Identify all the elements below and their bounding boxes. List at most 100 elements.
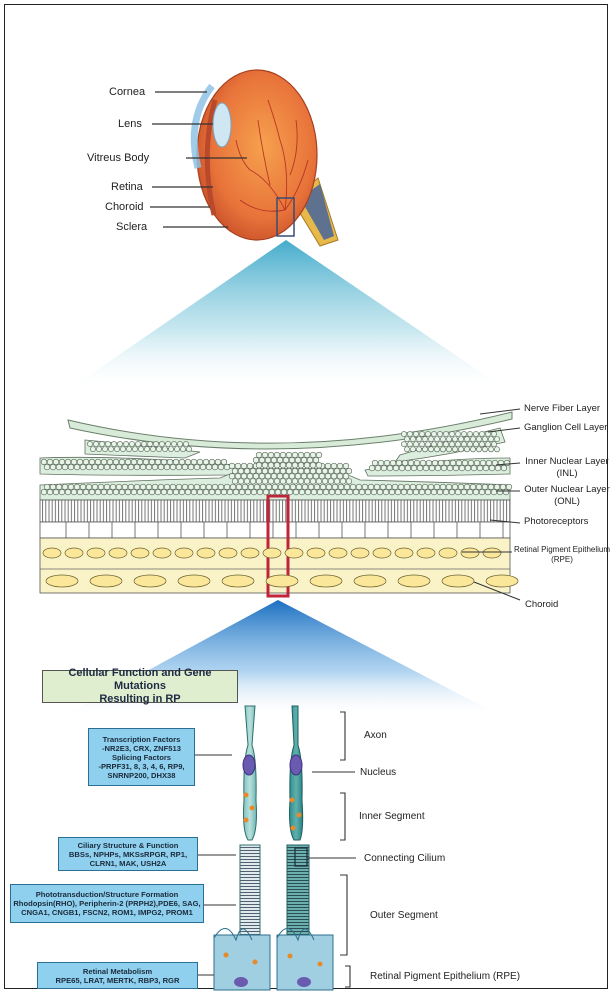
nucleus-dot bbox=[209, 489, 215, 495]
nucleus-dot bbox=[283, 473, 289, 479]
rpe-cell bbox=[285, 548, 303, 558]
box-retinal-metabolism: Retinal Metabolism RPE65, LRAT, MERTK, R… bbox=[37, 962, 198, 989]
nucleus-dot bbox=[292, 468, 298, 474]
nucleus-dot bbox=[92, 484, 98, 490]
nucleus-dot bbox=[308, 484, 314, 490]
nucleus-dot bbox=[410, 447, 415, 452]
nucleus-dot bbox=[41, 489, 47, 495]
nucleus-dot bbox=[62, 484, 68, 490]
nucleus-dot bbox=[131, 489, 137, 495]
nucleus-dot bbox=[116, 484, 122, 490]
nucleus-dot bbox=[353, 489, 359, 495]
nucleus-dot bbox=[341, 489, 347, 495]
nucleus-dot bbox=[404, 447, 409, 452]
nucleus-dot bbox=[423, 465, 429, 471]
nucleus-dot bbox=[313, 473, 319, 479]
nucleus-dot bbox=[338, 484, 344, 490]
nucleus-dot bbox=[149, 459, 155, 465]
nucleus-dot bbox=[271, 457, 277, 463]
nucleus-dot bbox=[53, 489, 59, 495]
nucleus-dot bbox=[173, 459, 179, 465]
nucleus-dot bbox=[298, 452, 304, 458]
nucleus-dot bbox=[407, 442, 412, 447]
nucleus-dot bbox=[215, 489, 221, 495]
rpe-cell bbox=[483, 548, 501, 558]
choroid-cell bbox=[486, 575, 518, 587]
nucleus-dot bbox=[428, 484, 434, 490]
nucleus-dot bbox=[464, 447, 469, 452]
nucleus-dot bbox=[277, 473, 283, 479]
nucleus-dot bbox=[504, 460, 510, 466]
label-nerve-fiber-layer: Nerve Fiber Layer bbox=[524, 403, 600, 415]
nucleus-dot bbox=[491, 489, 497, 495]
nucleus-dot bbox=[334, 479, 340, 485]
nucleus-dot bbox=[437, 489, 443, 495]
nucleus-dot bbox=[135, 441, 140, 446]
nucleus-dot bbox=[275, 489, 281, 495]
nucleus-dot bbox=[280, 468, 286, 474]
nucleus-dot bbox=[274, 452, 280, 458]
nucleus-dot bbox=[416, 447, 421, 452]
nucleus-dot bbox=[125, 489, 131, 495]
nucleus-dot bbox=[419, 431, 424, 436]
nucleus-dot bbox=[200, 484, 206, 490]
nucleus-dot bbox=[92, 464, 98, 470]
rpe-cell bbox=[263, 548, 281, 558]
nucleus-dot bbox=[425, 489, 431, 495]
nucleus-dot bbox=[452, 437, 457, 442]
nucleus-dot bbox=[393, 465, 399, 471]
nucleus-dot bbox=[153, 441, 158, 446]
nucleus-dot bbox=[239, 489, 245, 495]
nucleus-dot bbox=[221, 459, 227, 465]
nucleus-dot bbox=[74, 464, 80, 470]
nucleus-dot bbox=[491, 442, 496, 447]
nucleus-dot bbox=[280, 462, 286, 468]
nucleus-dot bbox=[269, 489, 275, 495]
label-rpe: Retinal Pigment Epithelium (RPE) bbox=[370, 971, 520, 983]
nucleus-dot bbox=[334, 468, 340, 474]
nucleus-dot bbox=[47, 459, 53, 465]
choroid-cell bbox=[222, 575, 254, 587]
rpe-cell bbox=[395, 548, 413, 558]
nucleus-dot bbox=[432, 460, 438, 466]
nucleus-dot bbox=[262, 452, 268, 458]
nucleus-dot bbox=[407, 431, 412, 436]
nucleus-dot bbox=[456, 460, 462, 466]
nucleus-dot bbox=[486, 460, 492, 466]
nucleus-dot bbox=[191, 459, 197, 465]
nucleus-dot bbox=[310, 479, 316, 485]
nucleus-dot bbox=[441, 465, 447, 471]
nucleus-dot bbox=[162, 447, 167, 452]
nucleus-dot bbox=[113, 489, 119, 495]
box-phototransduction: Phototransduction/Structure Formation Rh… bbox=[10, 884, 204, 923]
nucleus-dot bbox=[137, 459, 143, 465]
nucleus-dot bbox=[268, 479, 274, 485]
nucleus-dot bbox=[86, 464, 92, 470]
nucleus-dot bbox=[368, 484, 374, 490]
nucleus-dot bbox=[482, 437, 487, 442]
nucleus-dot bbox=[182, 464, 188, 470]
label-choroid: Choroid bbox=[105, 201, 144, 213]
nucleus-dot bbox=[278, 484, 284, 490]
nucleus-dot bbox=[316, 468, 322, 474]
nucleus-dot bbox=[62, 464, 68, 470]
nucleus-dot bbox=[464, 437, 469, 442]
nucleus-dot bbox=[343, 473, 349, 479]
nucleus-dot bbox=[93, 441, 98, 446]
nucleus-dot bbox=[464, 484, 470, 490]
label-choroid-layer: Choroid bbox=[525, 599, 558, 611]
nucleus-dot bbox=[305, 489, 311, 495]
nucleus-dot bbox=[286, 479, 292, 485]
nucleus-dot bbox=[488, 437, 493, 442]
nucleus-dot bbox=[230, 484, 236, 490]
nucleus-dot bbox=[455, 442, 460, 447]
nucleus-dot bbox=[197, 489, 203, 495]
nucleus-dot bbox=[449, 431, 454, 436]
nucleus-dot bbox=[323, 489, 329, 495]
nucleus-dot bbox=[107, 459, 113, 465]
nucleus-dot bbox=[206, 464, 212, 470]
label-sclera: Sclera bbox=[116, 221, 147, 233]
nucleus-dot bbox=[410, 437, 415, 442]
nucleus-dot bbox=[176, 464, 182, 470]
nucleus-dot bbox=[188, 464, 194, 470]
